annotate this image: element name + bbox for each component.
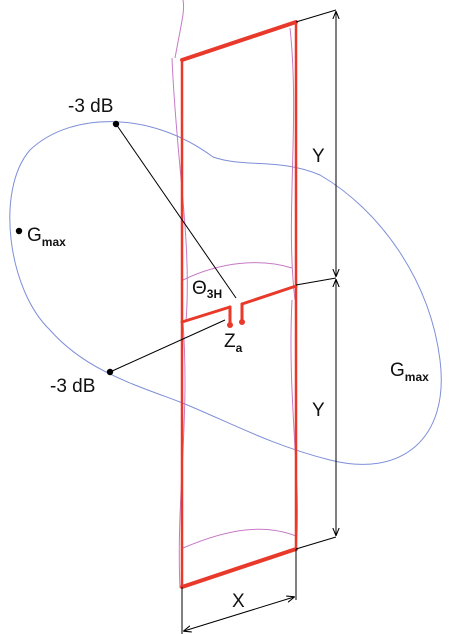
extension-middle (295, 277, 337, 286)
feed-right-arm (240, 284, 298, 306)
antenna-bottom-edge (180, 547, 298, 589)
point-minus3db-top (112, 120, 120, 128)
pointer-minus3db-bottom (109, 319, 226, 373)
dimension-x (184, 597, 294, 631)
point-minus3db-bottom (106, 368, 114, 376)
label-minus3db-bottom: -3 dB (50, 376, 95, 397)
point-gmax-left (15, 227, 23, 235)
label-y-top: Y (312, 146, 325, 167)
label-gmax-right: Gmax (390, 360, 429, 384)
label-y-bottom: Y (312, 400, 325, 421)
feed-terminal-right (239, 319, 245, 325)
label-za: Za (224, 331, 243, 355)
ghost-outline (171, 0, 298, 589)
pattern-points (15, 120, 120, 376)
radiation-pattern-curve (9, 121, 442, 465)
antenna-top-edge (180, 20, 298, 62)
extension-bottom (295, 536, 337, 550)
label-theta: Θ3H (192, 278, 222, 301)
label-minus3db-top: -3 dB (68, 96, 113, 117)
feed-terminal-left (227, 322, 233, 328)
label-x: X (232, 591, 245, 612)
pointer-minus3db-top (115, 123, 237, 299)
dimension-lines (109, 9, 337, 634)
antenna-frame (180, 20, 298, 589)
label-gmax-left: Gmax (27, 225, 66, 249)
feed-left-arm (180, 305, 232, 324)
extension-top (295, 9, 337, 23)
